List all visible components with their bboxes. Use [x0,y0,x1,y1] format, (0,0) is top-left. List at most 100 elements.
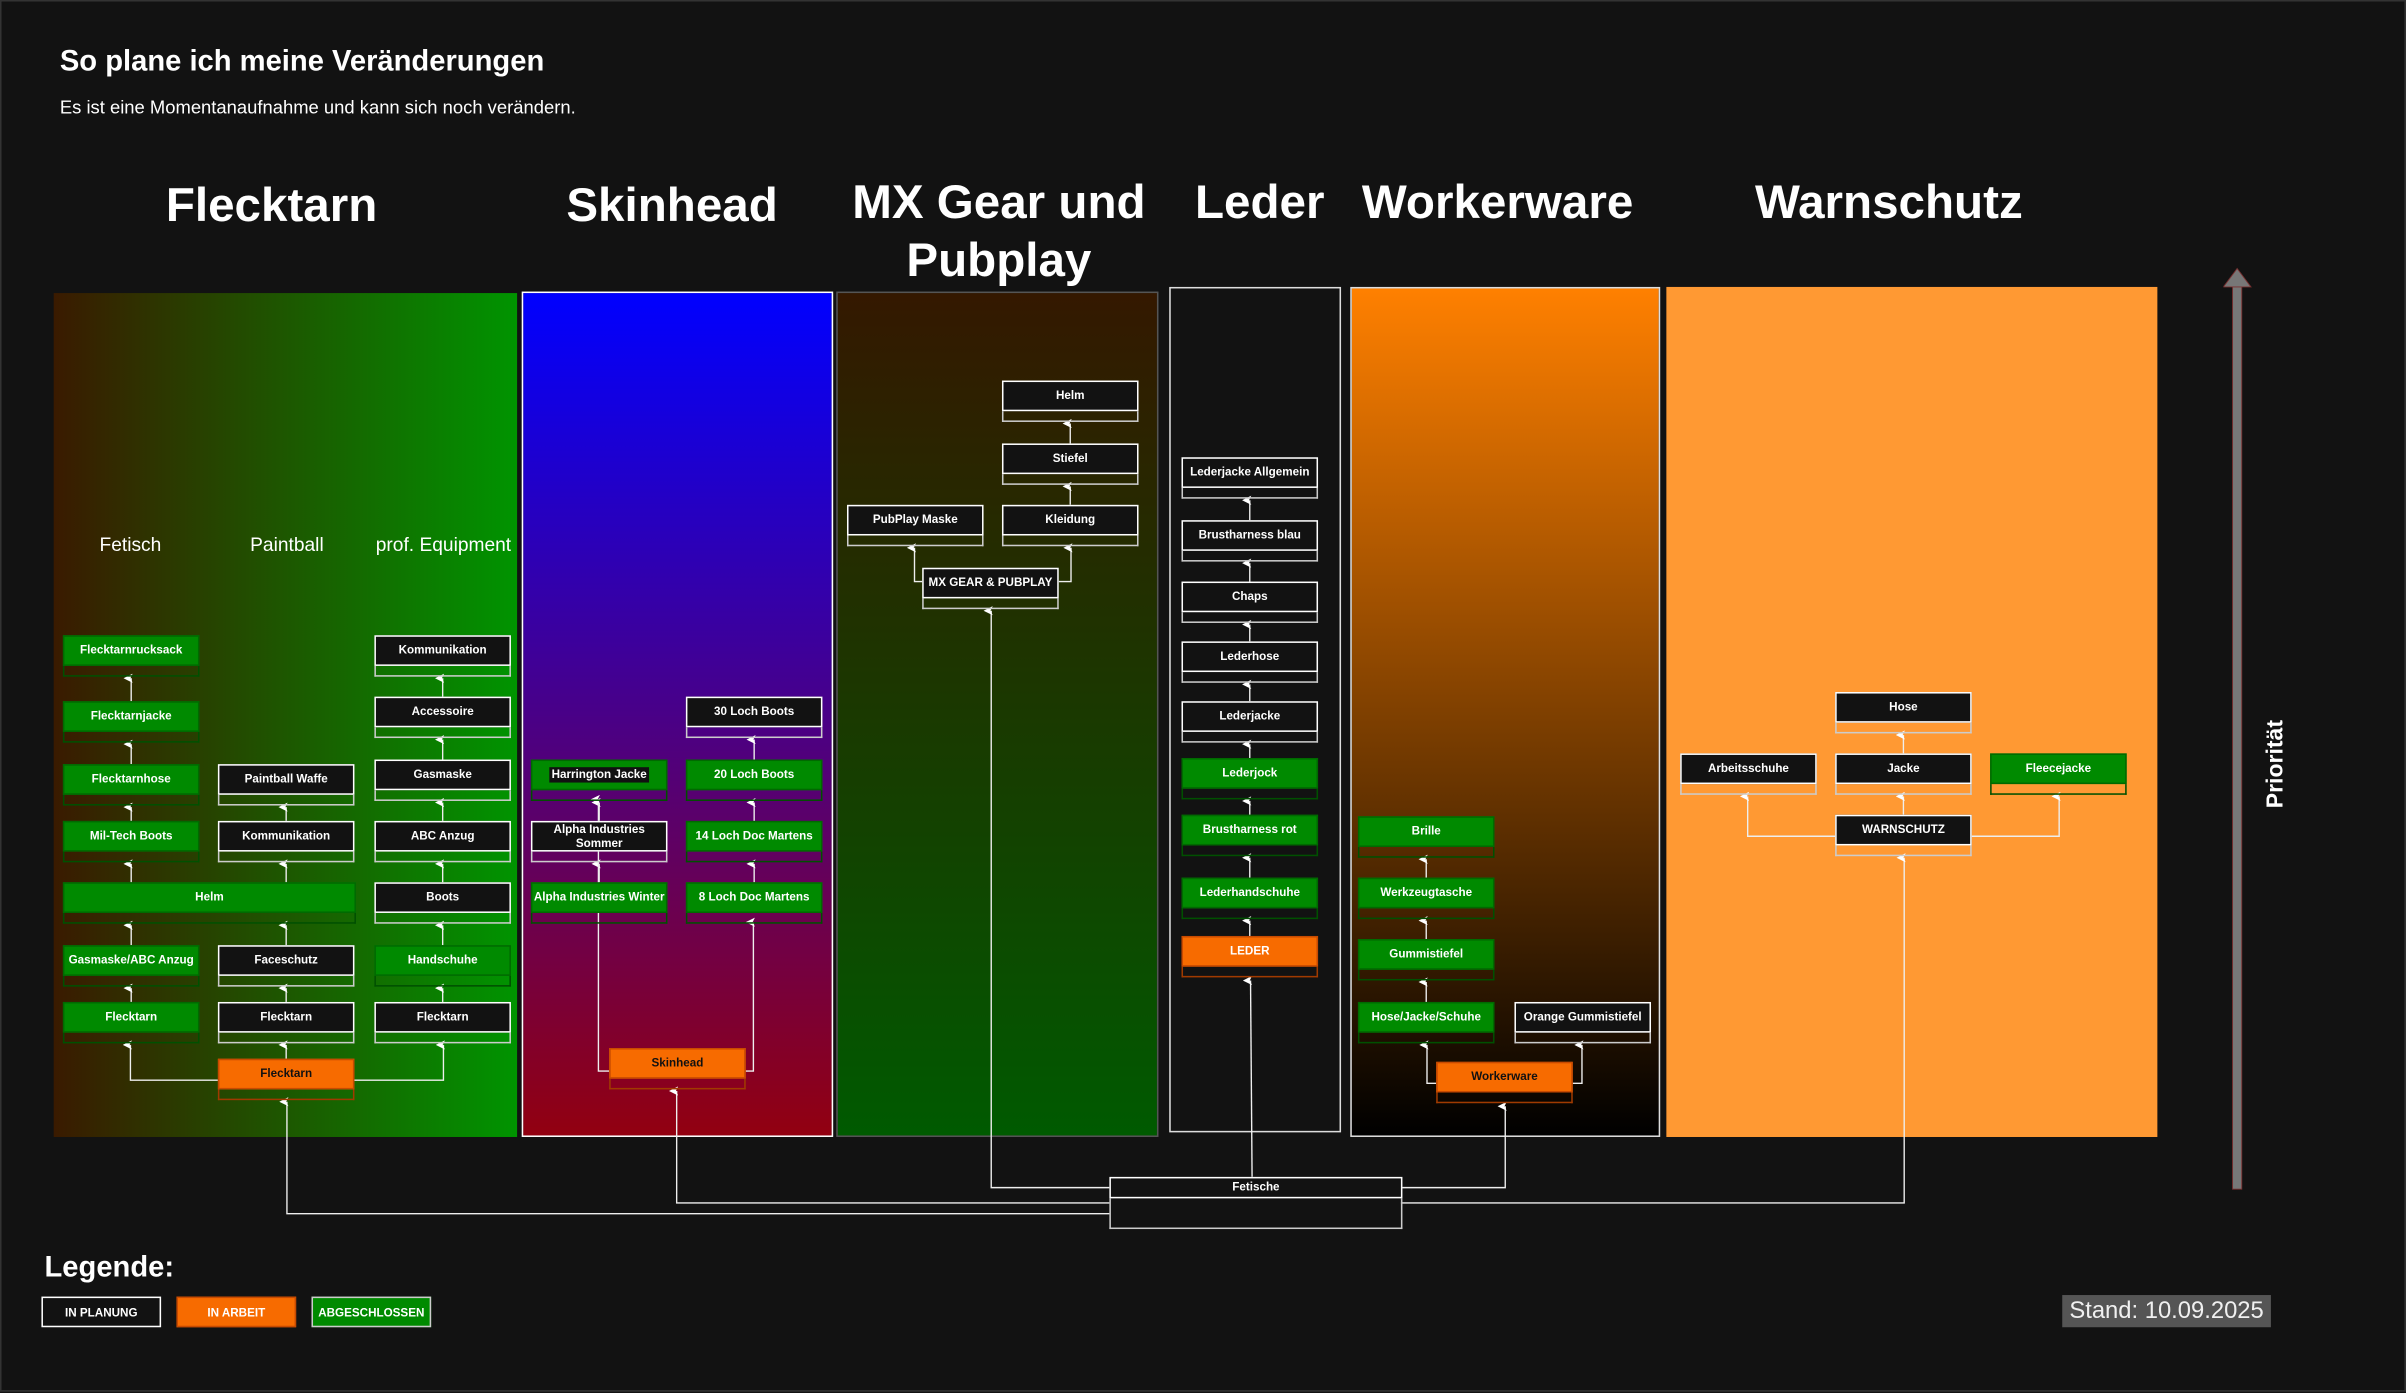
node-handschuhe[interactable]: Handschuhe [374,945,511,987]
node-label: Flecktarnhose [62,764,200,795]
node-alpha-industries-winter[interactable]: Alpha Industries Winter [530,882,668,924]
node-label: Alpha Industries Sommer [530,820,668,852]
node-hose[interactable]: Hose [1835,692,1972,734]
panel-title-flecktarn: Flecktarn [165,177,378,232]
node-footer [217,1032,355,1044]
node-footer [374,851,511,863]
node-text: Flecktarn [105,1010,158,1024]
node-mx-gear-pubplay[interactable]: MX GEAR & PUBPLAY [922,567,1059,610]
node-boots[interactable]: Boots [374,882,511,924]
node-footer [1181,845,1319,857]
node-label: Flecktarnjacke [62,701,200,732]
node-footer [1357,908,1495,920]
node-label: Kleidung [1001,504,1139,536]
node-kommunikation[interactable]: Kommunikation [374,635,511,677]
node-label: Mil-Tech Boots [62,820,200,852]
node-werkzeugtasche[interactable]: Werkzeugtasche [1357,877,1495,920]
connector-arrow [1419,1040,1437,1084]
node-flecktarn[interactable]: Flecktarn [217,1058,355,1101]
node-fetische[interactable]: Fetische [1109,1176,1403,1230]
node-helm[interactable]: Helm [62,882,356,924]
node-brustharness-rot[interactable]: Brustharness rot [1181,814,1319,857]
node-accessoire[interactable]: Accessoire [374,696,511,739]
node-text: Flecktarnjacke [90,709,172,724]
node-flecktarn[interactable]: Flecktarn [217,1001,355,1044]
node-paintball-waffe[interactable]: Paintball Waffe [217,764,355,806]
node-skinhead[interactable]: Skinhead [609,1047,746,1090]
node-fleecejacke[interactable]: Fleecejacke [1990,753,2127,795]
node-label: Gummistiefel [1357,939,1495,970]
node-label: Lederjock [1181,757,1319,789]
node-label: Stiefel [1001,443,1139,475]
node-jacke[interactable]: Jacke [1835,753,1972,795]
node-brustharness-blau[interactable]: Brustharness blau [1181,520,1319,562]
panel-mx [836,291,1159,1137]
node-flecktarn[interactable]: Flecktarn [374,1001,511,1044]
node-text: Workerware [1471,1069,1538,1084]
node-footer [530,912,668,924]
node-leder[interactable]: LEDER [1181,935,1319,978]
node-8-loch-doc-martens[interactable]: 8 Loch Doc Martens [685,882,823,924]
node-text: Paintball Waffe [244,772,328,786]
node-stiefel[interactable]: Stiefel [1001,443,1139,485]
node-hose-jacke-schuhe[interactable]: Hose/Jacke/Schuhe [1357,1001,1495,1044]
node-footer [1181,487,1319,499]
node-text: Flecktarn [260,1010,313,1024]
node-helm[interactable]: Helm [1001,380,1139,422]
node-chaps[interactable]: Chaps [1181,581,1319,623]
node-arbeitsschuhe[interactable]: Arbeitsschuhe [1680,753,1817,795]
node-text: Accessoire [411,704,474,719]
node-pubplay-maske[interactable]: PubPlay Maske [846,504,984,547]
node-lederjacke-allgemein[interactable]: Lederjacke Allgemein [1181,457,1319,499]
node-footer [1001,535,1139,547]
node-lederjock[interactable]: Lederjock [1181,757,1319,800]
node-flecktarnjacke[interactable]: Flecktarnjacke [62,701,200,743]
node-gummistiefel[interactable]: Gummistiefel [1357,939,1495,981]
node-14-loch-doc-martens[interactable]: 14 Loch Doc Martens [685,820,823,863]
node-lederjacke[interactable]: Lederjacke [1181,701,1319,743]
node-brille[interactable]: Brille [1357,816,1495,858]
node-label: Lederhose [1181,641,1319,673]
node-footer [1181,731,1319,743]
node-harrington-jacke[interactable]: Harrington Jacke [530,759,668,801]
node-label: Brustharness blau [1181,520,1319,551]
priority-label: Priorität [2262,720,2289,809]
node-lederhose[interactable]: Lederhose [1181,641,1319,683]
node-text: Flecktarn [260,1066,313,1081]
node-alpha-industries-sommer[interactable]: Alpha Industries Sommer [530,820,668,863]
node-flecktarnhose[interactable]: Flecktarnhose [62,764,200,806]
node-text: Orange Gummistiefel [1523,1010,1642,1024]
node-label: Hose/Jacke/Schuhe [1357,1001,1495,1033]
node-text: Jacke [1887,761,1920,776]
node-label: PubPlay Maske [846,504,984,536]
node-footer [1181,672,1319,683]
node-30-loch-boots[interactable]: 30 Loch Boots [685,696,823,739]
node-lederhandschuhe[interactable]: Lederhandschuhe [1181,877,1319,920]
node-kleidung[interactable]: Kleidung [1001,504,1139,547]
node-flecktarn[interactable]: Flecktarn [62,1001,200,1044]
node-label: Chaps [1181,581,1319,613]
node-label: Gasmaske [374,759,511,791]
node-flecktarnrucksack[interactable]: Flecktarnrucksack [62,635,200,677]
node-workerware[interactable]: Workerware [1436,1061,1573,1104]
node-orange-gummistiefel[interactable]: Orange Gummistiefel [1514,1001,1652,1044]
node-warnschutz[interactable]: WARNSCHUTZ [1835,814,1972,857]
node-gasmaske-abc-anzug[interactable]: Gasmaske/ABC Anzug [62,945,200,987]
node-footer [374,1032,511,1044]
node-footer [217,1089,355,1101]
node-faceschutz[interactable]: Faceschutz [217,945,355,987]
node-kommunikation[interactable]: Kommunikation [217,820,355,863]
node-abc-anzug[interactable]: ABC Anzug [374,820,511,863]
node-text: Hose/Jacke/Schuhe [1371,1010,1481,1024]
node-text: WARNSCHUTZ [1861,822,1945,837]
node-label: Orange Gummistiefel [1514,1001,1652,1033]
node-footer [1001,474,1139,485]
node-mil-tech-boots[interactable]: Mil-Tech Boots [62,820,200,863]
node-label: Kommunikation [374,635,511,666]
node-20-loch-boots[interactable]: 20 Loch Boots [685,759,823,801]
node-footer [374,975,511,987]
node-text: ABC Anzug [410,828,475,843]
node-label: Fetische [1109,1176,1403,1199]
node-gasmaske[interactable]: Gasmaske [374,759,511,801]
node-footer [685,727,823,739]
